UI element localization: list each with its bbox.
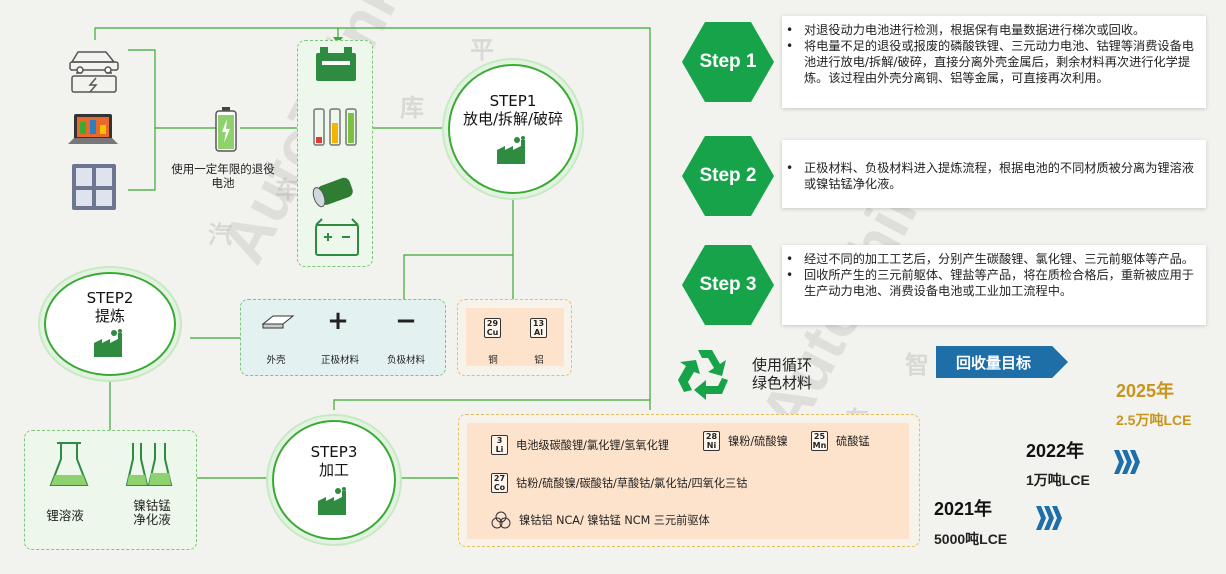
battery-level-icon (313, 108, 357, 146)
step2-subtitle: 提炼 (94, 307, 125, 325)
battery-pack-icon (316, 47, 356, 81)
device-icons (68, 51, 119, 210)
retired-battery-label: 使用一定年限的退役电池 (171, 162, 275, 190)
plate-icon (261, 314, 295, 334)
target-year: 2022年 (1026, 441, 1085, 461)
step3-description: 经过不同的加工工艺后，分别产生碳酸锂、氯化锂、三元前躯体等产品。 回收所产生的三… (782, 245, 1206, 325)
watermark-char: 智 (905, 351, 929, 379)
device-column (66, 40, 122, 215)
step1-description: 对退役动力电池进行检测，根据保有电量数据进行梯次或回收。 将电量不足的退役或报废… (782, 16, 1206, 108)
watermark-char: 平 (470, 36, 494, 64)
material-label: 正极材料 (320, 355, 359, 366)
product-text: 硫酸锰 (836, 435, 870, 448)
materials-box: + − 外壳 正极材料 负极材料 (240, 299, 446, 376)
metal-label: 铝 (534, 355, 544, 366)
step3-subtitle: 加工 (318, 461, 349, 479)
target-year: 2025年 (1116, 381, 1175, 401)
target-amount: 1万吨LCE (1026, 472, 1090, 488)
cylinder-cell-icon (312, 177, 353, 208)
product-text: 镍粉/硫酸镍 (728, 435, 788, 448)
step3-title: STEP3 (310, 443, 358, 461)
target-amount: 5000吨LCE (934, 531, 1008, 547)
step3-bullet: 经过不同的加工工艺后，分别产生碳酸锂、氯化锂、三元前躯体等产品。 (786, 251, 1196, 267)
targets-banner: 回收量目标 (936, 346, 1068, 378)
product-row: 镍钴铝 NCA/ 镍钴锰 NCM 三元前驱体 (491, 511, 710, 529)
metals-panel (466, 308, 564, 366)
target-amount: 2.5万吨LCE (1116, 412, 1192, 428)
step2-description: 正极材料、负极材料进入提炼流程，根据电池的不同材质被分离为锂溶液或镍钴锰净化液。 (782, 140, 1206, 208)
retired-battery-icon (214, 105, 238, 155)
flasks-icon (125, 443, 173, 486)
factory-icon (318, 487, 346, 515)
step3-bullet: 回收所产生的三元前躯体、锂盐等产品，将在质检合格后，重新被应用于生产动力电池、消… (786, 267, 1196, 299)
precursor-icon (491, 511, 511, 529)
cabinet-icon (72, 164, 116, 210)
recycle-label: 使用循环 绿色材料 (752, 356, 813, 392)
product-text: 钴粉/硫酸镍/碳酸钴/草酸钴/氯化钴/四氧化三钴 (516, 477, 748, 490)
recycle-icon (678, 350, 728, 400)
step1-bullet: 将电量不足的退役或报废的磷酸铁锂、三元动力电池、钴锂等消费设备电池进行放电/拆解… (786, 38, 1196, 86)
step1-bullet: 对退役动力电池进行检测，根据保有电量数据进行梯次或回收。 (786, 22, 1196, 38)
watermark-char: 汽 (208, 221, 232, 249)
growth-chevrons-icon (1114, 450, 1140, 474)
products-panel (467, 423, 909, 539)
step3-circle: STEP3 加工 (272, 420, 396, 540)
laptop-icon (68, 114, 118, 144)
plus-icon: + (327, 306, 349, 336)
solution-label: 镍钴锰 净化液 (133, 498, 171, 527)
car-battery-icon (315, 218, 359, 256)
material-label: 负极材料 (386, 355, 425, 366)
step2-bullet: 正极材料、负极材料进入提炼流程，根据电池的不同材质被分离为锂溶液或镍钴锰净化液。 (786, 160, 1196, 192)
step2-title: STEP2 (86, 289, 134, 307)
solutions-box: 锂溶液 镍钴锰 净化液 (24, 430, 197, 550)
step1-subtitle: 放电/拆解/破碎 (462, 110, 564, 128)
step2-circle: STEP2 提炼 (44, 272, 176, 376)
target-year: 2021年 (934, 499, 993, 519)
factory-icon (94, 329, 122, 357)
watermark-char: 车 (275, 176, 299, 204)
step1-circle: STEP1 放电/拆解/破碎 (448, 64, 578, 194)
material-label: 外壳 (266, 355, 286, 366)
solution-label: 锂溶液 (46, 508, 84, 523)
factory-icon (497, 136, 525, 164)
stage1-items-box (297, 40, 373, 267)
growth-chevrons-icon (1036, 506, 1062, 530)
metal-label: 铜 (488, 355, 498, 366)
watermark-char: 库 (400, 94, 424, 122)
car-icon (69, 51, 119, 74)
flask-icon (49, 442, 89, 486)
product-text: 镍钴铝 NCA/ 镍钴锰 NCM 三元前驱体 (519, 514, 710, 527)
battery-charge-icon (71, 72, 117, 93)
minus-icon: − (395, 306, 417, 336)
step1-title: STEP1 (489, 92, 537, 110)
stage1-icons (312, 47, 359, 256)
product-text: 电池级碳酸锂/氯化锂/氢氧化锂 (516, 439, 669, 452)
